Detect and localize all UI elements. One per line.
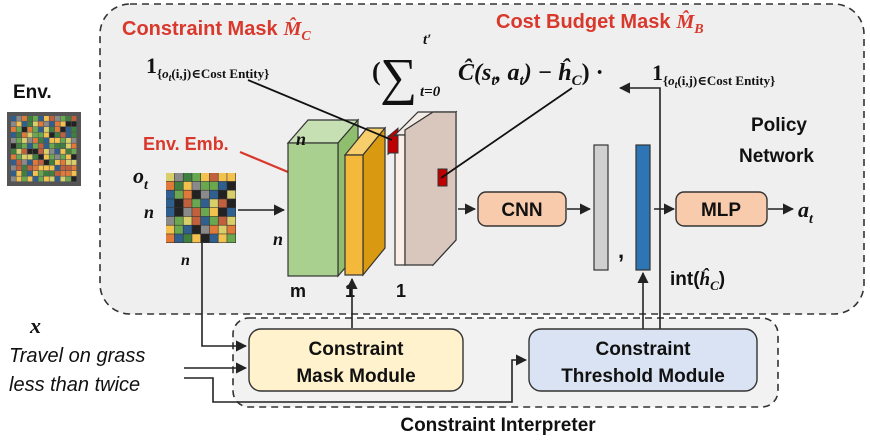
cnn-box [477, 191, 567, 227]
obs-dim-n-bottom: n [181, 252, 190, 269]
mask-module-line2: Mask Module [296, 366, 415, 387]
obs-dim-n-side: n [144, 202, 154, 222]
constraint-interpreter-label: Constraint Interpreter [400, 415, 596, 436]
constraint-threshold-module [528, 328, 758, 392]
budget-dim-1: 1 [396, 281, 406, 301]
cnn-label: CNN [501, 200, 542, 221]
constraint-mask-module [248, 328, 464, 392]
cost-formula-lower: t=0 [420, 84, 441, 100]
cost-formula-sigma: ∑ [380, 49, 417, 106]
policy-network-label-1: Policy [751, 115, 807, 136]
mlp-label: MLP [701, 200, 741, 221]
threshold-module-line2: Threshold Module [561, 366, 725, 387]
instruction-line2: less than twice [9, 374, 140, 396]
emb-dim-n-side: n [273, 229, 283, 249]
constraint-indicator: 1{ot(i,j)∈Cost Entity} [146, 53, 269, 84]
cost-formula-upper: t′ [423, 32, 431, 48]
cost-formula-pointer [440, 87, 573, 179]
threshold-module-line1: Constraint [596, 339, 692, 360]
threshold-to-formula-arrow [618, 82, 661, 335]
instruction-to-threshold-module-arrow [184, 354, 528, 403]
constraint-indicator-pointer [247, 79, 393, 141]
int-h-label: int(ĥC) [670, 268, 725, 293]
instruction-line1: Travel on grass [9, 345, 145, 367]
env-label: Env. [13, 82, 52, 103]
obs-to-mask-module-arrow [201, 243, 248, 352]
cost-formula-body: Ĉ(st, at) − ĥC) · [458, 59, 604, 89]
emb-dim-n-top: n [296, 129, 306, 149]
mask-module-line1: Constraint [309, 339, 405, 360]
policy-network-label-2: Network [739, 146, 814, 167]
emb-dim-m: m [290, 281, 306, 301]
mlp-box [675, 191, 768, 227]
cost-budget-mask-face [404, 111, 457, 266]
env-emb-label: Env. Emb. [143, 134, 229, 154]
instruction-variable: x [29, 313, 41, 338]
cost-formula-open-paren: ( [372, 57, 381, 86]
cnn-feature-vector [593, 144, 609, 271]
concat-comma: , [618, 238, 624, 263]
budget-indicator: 1{ot(i,j)∈Cost Entity} [652, 60, 775, 91]
observation-grid [166, 173, 236, 243]
mask-dim-1: 1 [345, 281, 355, 301]
constraint-mask-cell-marker [387, 135, 399, 154]
action-label: at [798, 197, 814, 227]
threshold-feature-vector [635, 144, 651, 271]
env-grid-image [7, 112, 81, 186]
observation-label: ot [133, 163, 149, 193]
